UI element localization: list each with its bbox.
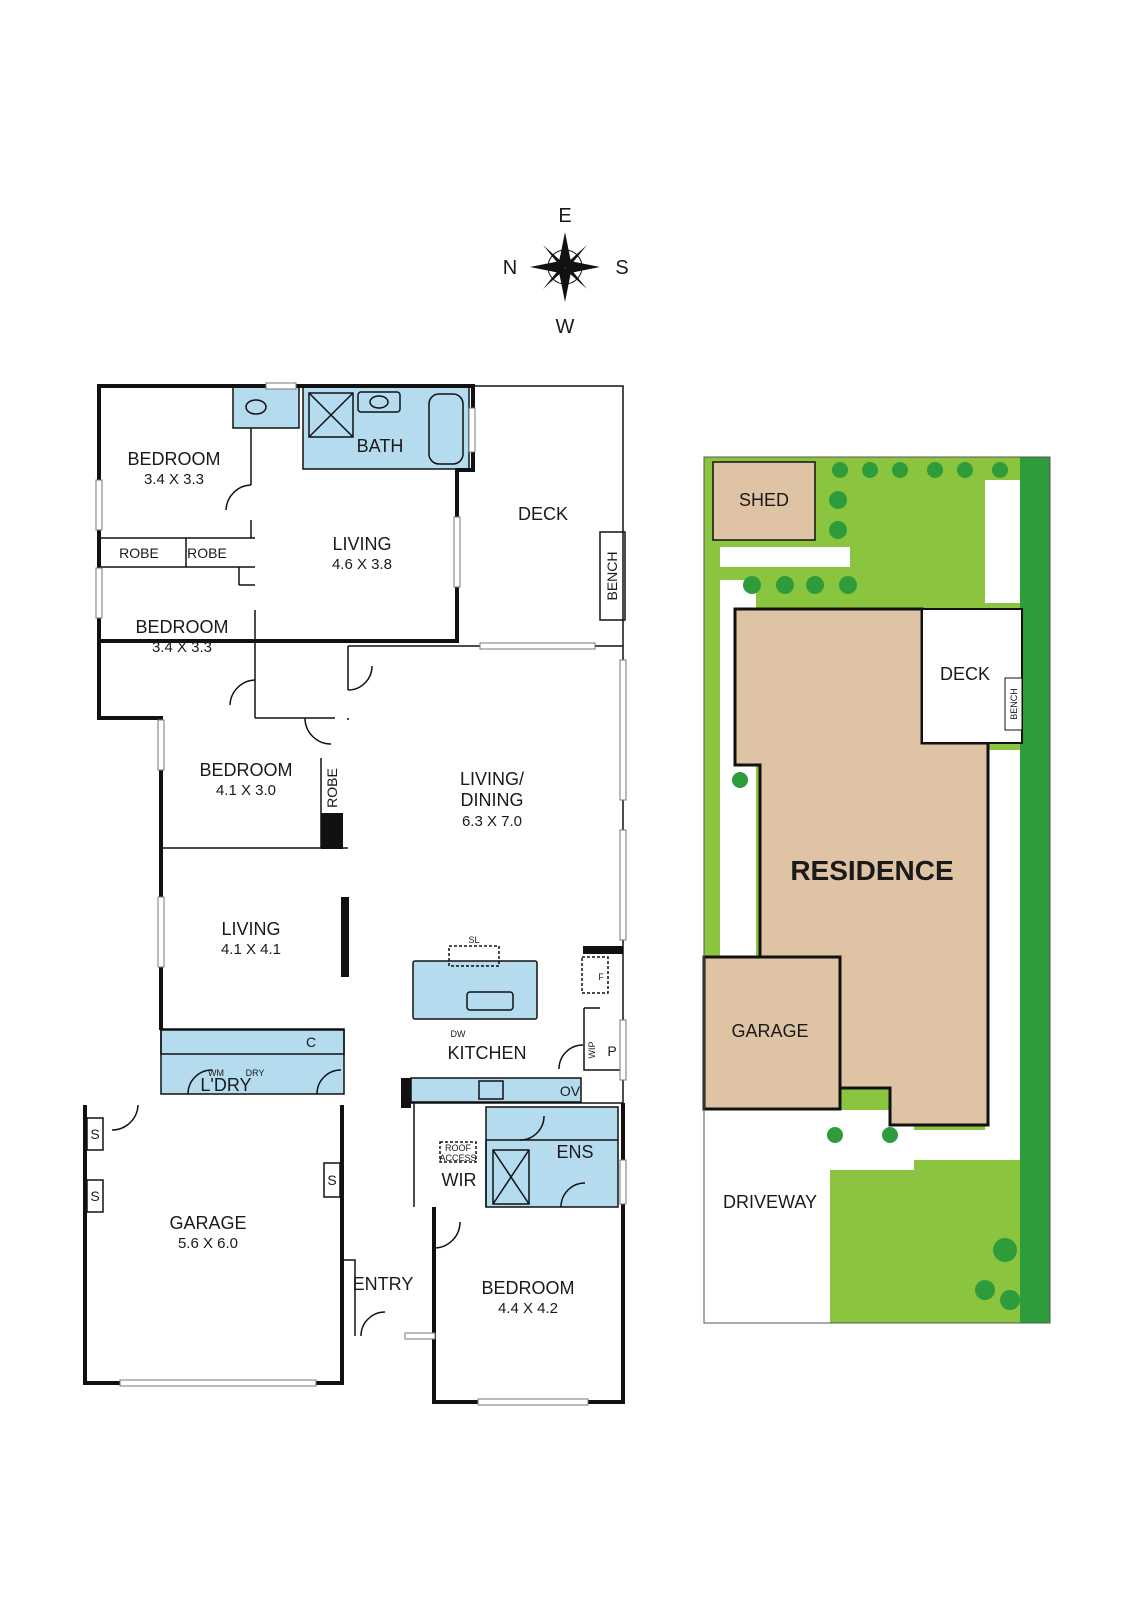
bedroom-1-label: BEDROOM <box>127 449 220 469</box>
west-wall <box>97 641 163 1030</box>
bath-label: BATH <box>357 436 404 456</box>
living-dining-size: 6.3 X 7.0 <box>462 813 522 830</box>
ensuite-shower <box>492 1149 530 1205</box>
shower-tray <box>308 392 354 438</box>
living-dining-label-line1: LIVING/ <box>460 769 524 789</box>
bedroom-2-size: 3.4 X 3.3 <box>152 639 212 656</box>
bedroom-4-size: 4.4 X 4.2 <box>498 1300 558 1317</box>
robe-1-label: ROBE <box>119 545 159 561</box>
skylight-label: SL <box>468 935 479 945</box>
wip-label: WIP <box>587 1042 597 1059</box>
compass-north-label: N <box>503 257 517 279</box>
roof-access-label-line1: ROOF <box>445 1143 472 1153</box>
laundry-bench <box>160 1029 345 1055</box>
kitchen-island <box>412 960 538 1020</box>
bedroom-2-label: BEDROOM <box>135 617 228 637</box>
vanity <box>357 391 401 413</box>
laundry-area <box>160 1028 345 1095</box>
sink <box>466 991 514 1011</box>
pantry-label: P <box>607 1043 616 1059</box>
bath-area <box>302 386 470 470</box>
dryer-label: DRY <box>246 1068 265 1078</box>
cooktop <box>478 1080 504 1100</box>
door-swing <box>225 484 252 511</box>
bench-label: BENCH <box>604 551 620 600</box>
robe-3-label: ROBE <box>324 768 340 808</box>
partition-wall <box>341 897 349 977</box>
roof-access-label-line2: ACCESS <box>439 1153 476 1163</box>
garage-label: GARAGE <box>169 1213 246 1233</box>
bedroom-3-label: BEDROOM <box>199 760 292 780</box>
site-bench-label: BENCH <box>1009 688 1019 720</box>
oven-label: OV <box>560 1083 581 1099</box>
cupboard-label: C <box>306 1034 316 1050</box>
bedroom-4-label: BEDROOM <box>481 1278 574 1298</box>
site-deck-label: DECK <box>940 664 990 684</box>
compass-rose <box>530 232 600 302</box>
living-1-size: 4.6 X 3.8 <box>332 556 392 573</box>
residence-label: RESIDENCE <box>790 855 953 886</box>
garden-bed <box>1020 457 1050 1323</box>
fridge-label: F <box>598 972 604 982</box>
entry-label: ENTRY <box>353 1274 414 1294</box>
robe-2-label: ROBE <box>187 545 227 561</box>
storage-1-label: S <box>90 1126 99 1142</box>
compass-west-label: W <box>556 316 575 338</box>
ensuite-label: ENS <box>556 1142 593 1162</box>
wir-label: WIR <box>442 1170 477 1190</box>
robe-block <box>321 813 343 849</box>
site-plan <box>702 456 1051 1324</box>
bedroom-3-size: 4.1 X 3.0 <box>216 782 276 799</box>
skylight <box>448 945 500 967</box>
shed-label: SHED <box>739 490 789 510</box>
deck-label: DECK <box>518 504 568 524</box>
kitchen-label: KITCHEN <box>447 1043 526 1063</box>
living-2-size: 4.1 X 4.1 <box>221 941 281 958</box>
fridge-space <box>581 956 609 994</box>
living-dining-label-line2: DINING <box>461 790 524 810</box>
kitchen-bench <box>410 1077 582 1103</box>
washing-machine-label: WM <box>208 1068 224 1078</box>
shed <box>712 461 816 541</box>
storage-cupboards <box>86 1117 341 1213</box>
site-garage-label: GARAGE <box>731 1021 808 1041</box>
toilet <box>245 399 267 415</box>
driveway-label: DRIVEWAY <box>723 1192 817 1212</box>
robe-walls <box>99 537 255 568</box>
trees <box>732 462 1020 1310</box>
site-garage <box>702 955 842 1111</box>
bedroom-1-size: 3.4 X 3.3 <box>144 471 204 488</box>
dishwasher-label: DW <box>451 1029 466 1039</box>
storage-3-label: S <box>327 1172 336 1188</box>
site-bench <box>1004 677 1023 731</box>
compass-south-label: S <box>615 257 628 279</box>
laundry-label: L'DRY <box>200 1075 251 1095</box>
bench-box: BENCH <box>599 531 626 621</box>
living-1-label: LIVING <box>332 534 391 554</box>
living-2-label: LIVING <box>221 919 280 939</box>
ensuite-area <box>485 1106 619 1208</box>
storage-2-label: S <box>90 1188 99 1204</box>
bathtub <box>428 393 464 465</box>
garage-size: 5.6 X 6.0 <box>178 1235 238 1252</box>
compass-east-label: E <box>558 205 571 227</box>
roof-access-hatch <box>439 1141 477 1163</box>
